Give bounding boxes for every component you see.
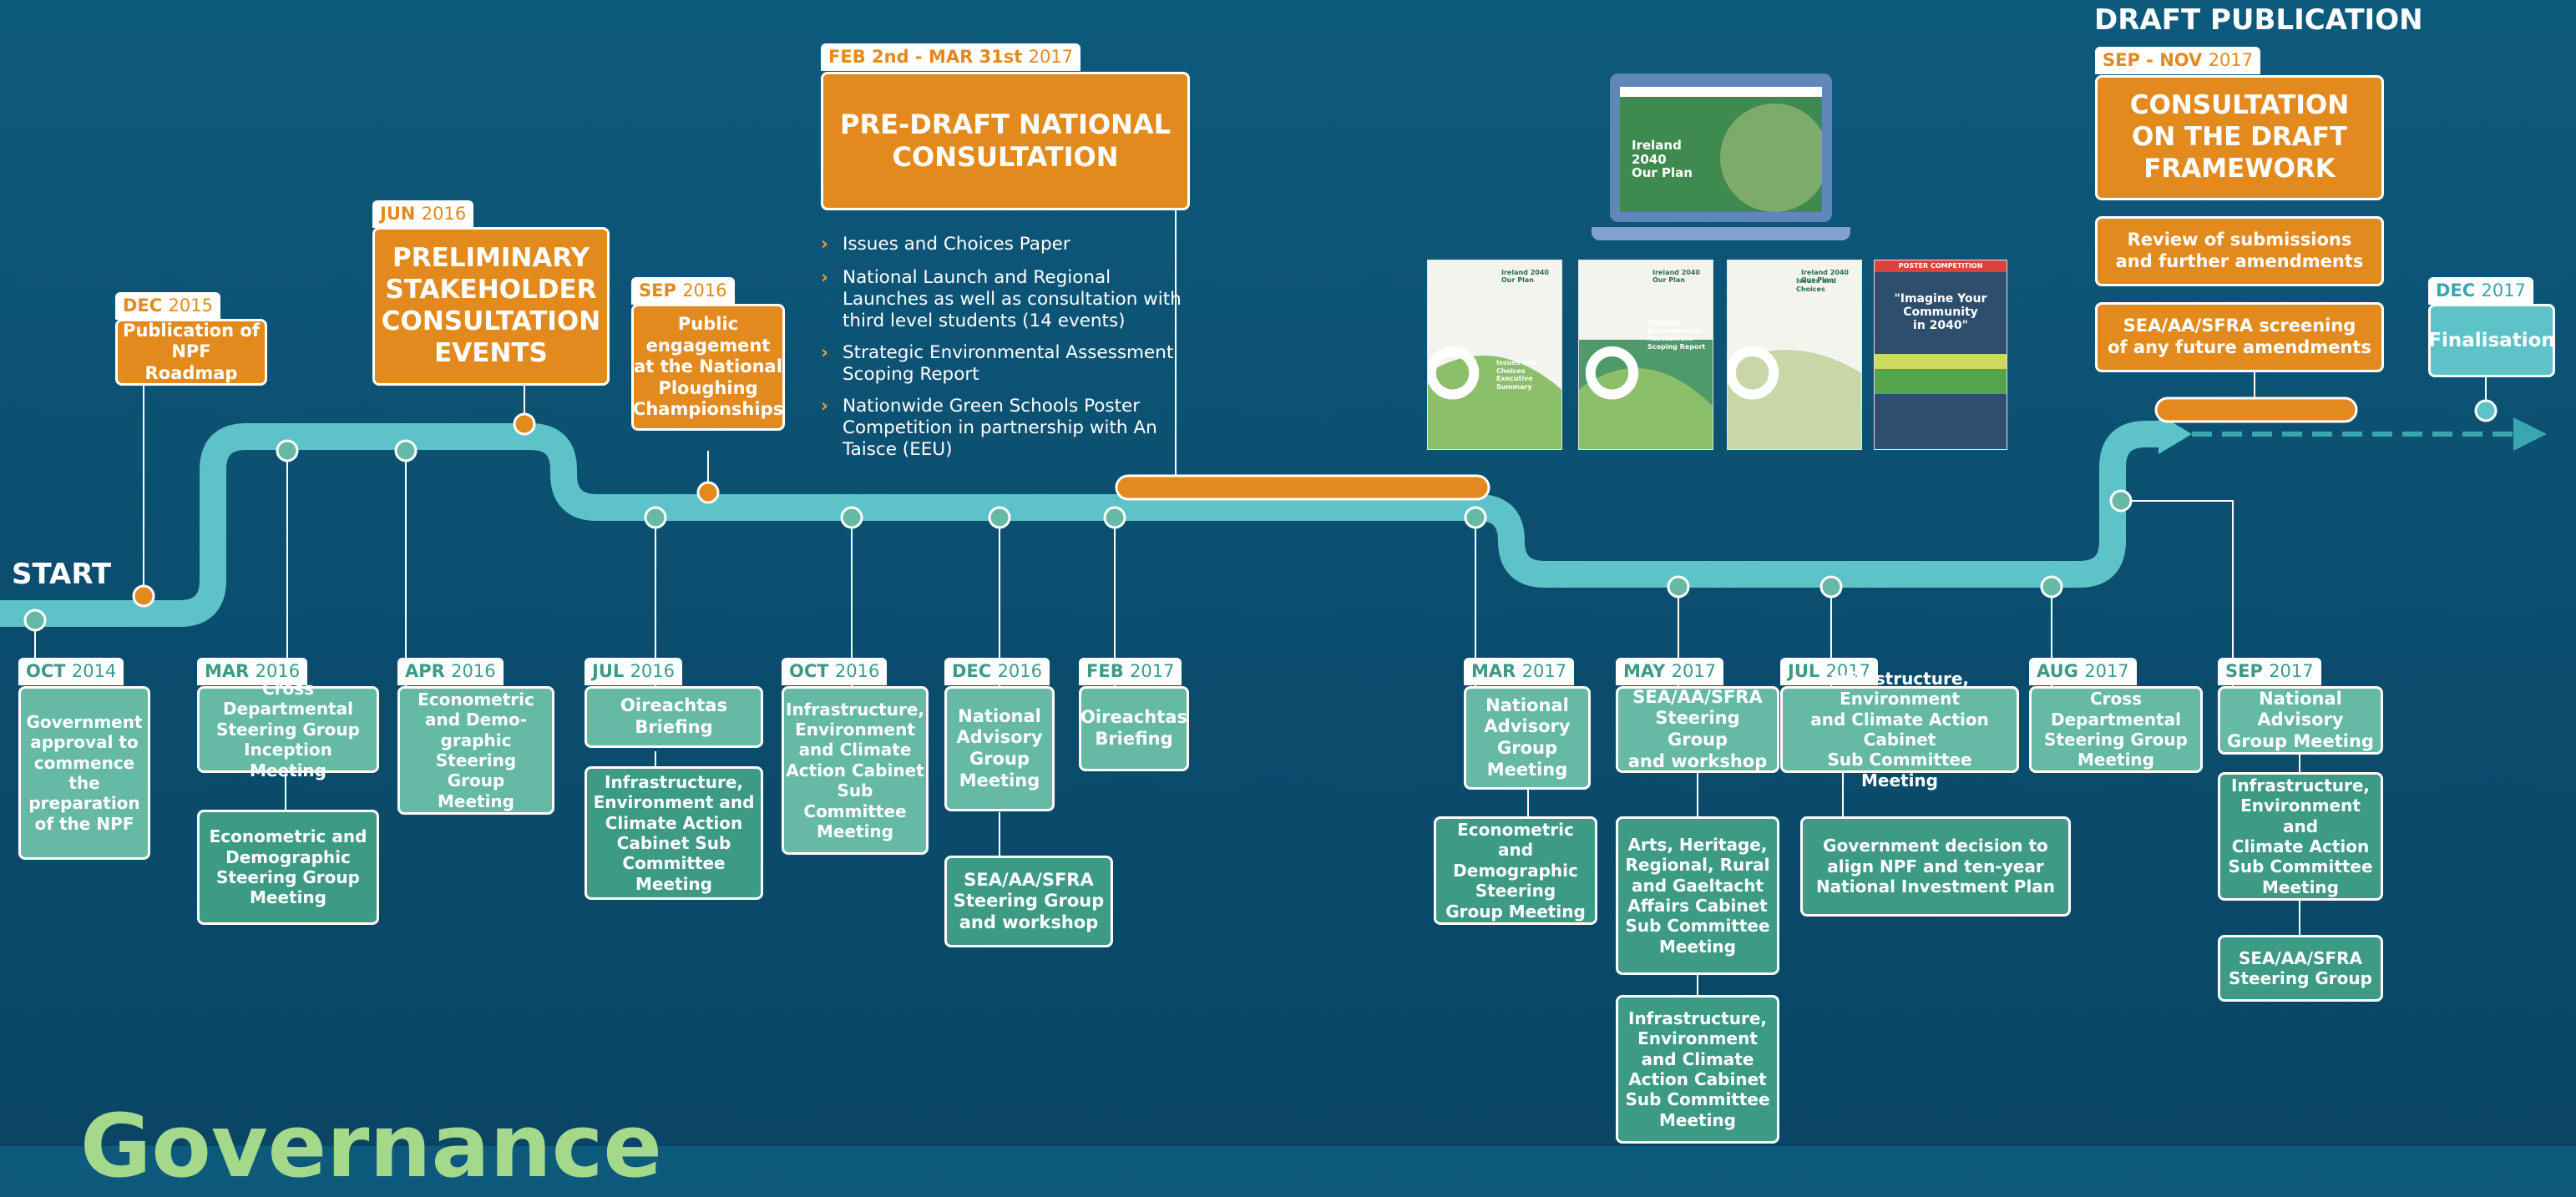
event-national-advisory-group-sep-2017: National Advisory Group Meeting [2218,686,2383,755]
start-label: START [12,558,112,591]
event-national-advisory-group-dec-2016: National Advisory Group Meeting [944,686,1055,811]
event-pre-draft-national-consultation: PRE-DRAFT NATIONAL CONSULTATION [821,72,1190,210]
event-sea-aa-sfra-screening: SEA/AA/SFRA screening of any future amen… [2095,302,2384,372]
poster-imagine-your-community: POSTER COMPETITION "Imagine Your Communi… [1874,260,2007,450]
event-finalisation: Finalisation [2428,304,2555,377]
event-cross-departmental-inception: Cross Departmental Steering Group Incept… [197,679,379,780]
event-government-approval: Government approval to commence the prep… [18,686,150,860]
date-tag-feb-mar-2017: FEB 2nd - MAR 31st 2017 [821,43,1081,72]
date-tag-feb-2017: FEB 2017 [1079,658,1182,686]
bullet-green-schools-poster: ›Nationwide Green Schools Poster Competi… [821,396,1157,461]
event-cabinet-sub-committee-jul-2016: Infrastructure, Environment and Climate … [585,766,763,900]
date-tag-mar-2017: MAR 2017 [1464,658,1575,686]
timeline-graphic [0,396,2547,632]
date-tag-sep-2017: SEP 2017 [2218,658,2321,686]
draft-publication-label: DRAFT PUBLICATION [2094,3,2423,37]
event-oireachtas-briefing-feb-2017: Oireachtas Briefing [1079,686,1189,771]
date-tag-oct-2016: OCT 2016 [782,658,888,686]
date-tag-sep-nov-2017: SEP - NOV 2017 [2095,47,2261,75]
bullet-national-launch: ›National Launch and Regional Launches a… [821,267,1182,332]
event-sea-steering-group-sep-2017: SEA/AA/SFRA Steering Group [2218,935,2383,1002]
date-tag-dec-2016: DEC 2016 [944,658,1050,686]
event-cabinet-sub-committee-oct-2016: Infrastructure, Environment and Climate … [782,686,929,855]
date-tag-jul-2016: JUL 2016 [585,658,683,686]
event-econometric-steering-group-apr-2016: Econometric and Demo- graphic Steering G… [397,686,554,815]
pre-draft-consultation-bar [1115,474,1490,501]
document-sea-scoping-report: Ireland 2040 Our Plan Strategic Environm… [1578,260,1713,450]
event-national-ploughing-championships: Public engagement at the National Plough… [631,304,785,431]
bullet-sea-scoping-report: ›Strategic Environmental Assessment Scop… [821,342,1174,386]
event-cross-departmental-aug-2017: Cross Departmental Steering Group Meetin… [2029,686,2203,773]
date-tag-dec-2015: DEC 2015 [115,292,220,321]
timeline-nodes [23,399,2498,632]
event-oireachtas-briefing-jul-2016: Oireachtas Briefing [585,686,763,748]
event-consultation-on-draft-framework: CONSULTATION ON THE DRAFT FRAMEWORK [2095,75,2384,200]
event-econometric-steering-group-mar-2016: Econometric and Demographic Steering Gro… [197,810,379,925]
governance-heading: Governance [80,1095,662,1197]
date-tag-oct-2014: OCT 2014 [18,658,124,686]
laptop-screen: Ireland 2040 Our Plan [1620,87,1822,212]
event-cabinet-sub-committee-may-2017: Infrastructure, Environment and Climate … [1616,995,1779,1144]
laptop-screen-title: Ireland 2040 Our Plan [1632,138,1693,180]
document-executive-summary: Ireland 2040 Our Plan Issues and Choices… [1427,260,1562,450]
date-tag-jun-2016: JUN 2016 [372,200,474,229]
document-issues-and-choices: Ireland 2040 Our Plan Issues and Choices [1727,260,1862,450]
bullet-issues-and-choices: ›Issues and Choices Paper [821,234,1070,255]
event-sub-committee-sep-2017: Infrastructure, Environment and Climate … [2218,772,2383,901]
date-tag-may-2017: MAY 2017 [1616,658,1724,686]
date-tag-dec-2017: DEC 2017 [2428,277,2533,306]
date-tag-jul-2017: JUL 2017 [1780,658,1879,686]
draft-consultation-bar [2154,396,2358,423]
date-tag-aug-2017: AUG 2017 [2029,658,2137,686]
timeline-arrow-head [2158,414,2192,454]
event-sea-steering-group-dec-2016: SEA/AA/SFRA Steering Group and workshop [944,856,1113,947]
date-tag-apr-2016: APR 2016 [397,658,504,686]
event-preliminary-stakeholder-consultation: PRELIMINARY STAKEHOLDER CONSULTATION EVE… [372,227,610,386]
event-government-decision-investment-plan: Government decision to align NPF and ten… [1800,816,2071,917]
timeline-road [0,421,2163,627]
event-cabinet-sub-committee-jul-2017: Infrastructure, Environment and Climate … [1780,669,2019,790]
timeline-end-arrow [2513,417,2547,451]
event-arts-heritage-cabinet-sub-committee: Arts, Heritage, Regional, Rural and Gael… [1616,816,1779,975]
date-tag-mar-2016: MAR 2016 [197,658,308,686]
event-national-advisory-group-mar-2017: National Advisory Group Meeting [1464,686,1591,790]
event-review-of-submissions: Review of submissions and further amendm… [2095,216,2384,286]
event-econometric-steering-group-mar-2017: Econometric and Demographic Steering Gro… [1434,816,1597,925]
date-tag-sep-2016: SEP 2016 [631,277,735,306]
event-npf-roadmap: Publication of NPF Roadmap [115,319,267,386]
event-sea-steering-group-may-2017: SEA/AA/SFRA Steering Group and workshop [1616,686,1779,773]
laptop-base [1592,227,1850,240]
laptop-image: Ireland 2040 Our Plan [1610,73,1832,222]
